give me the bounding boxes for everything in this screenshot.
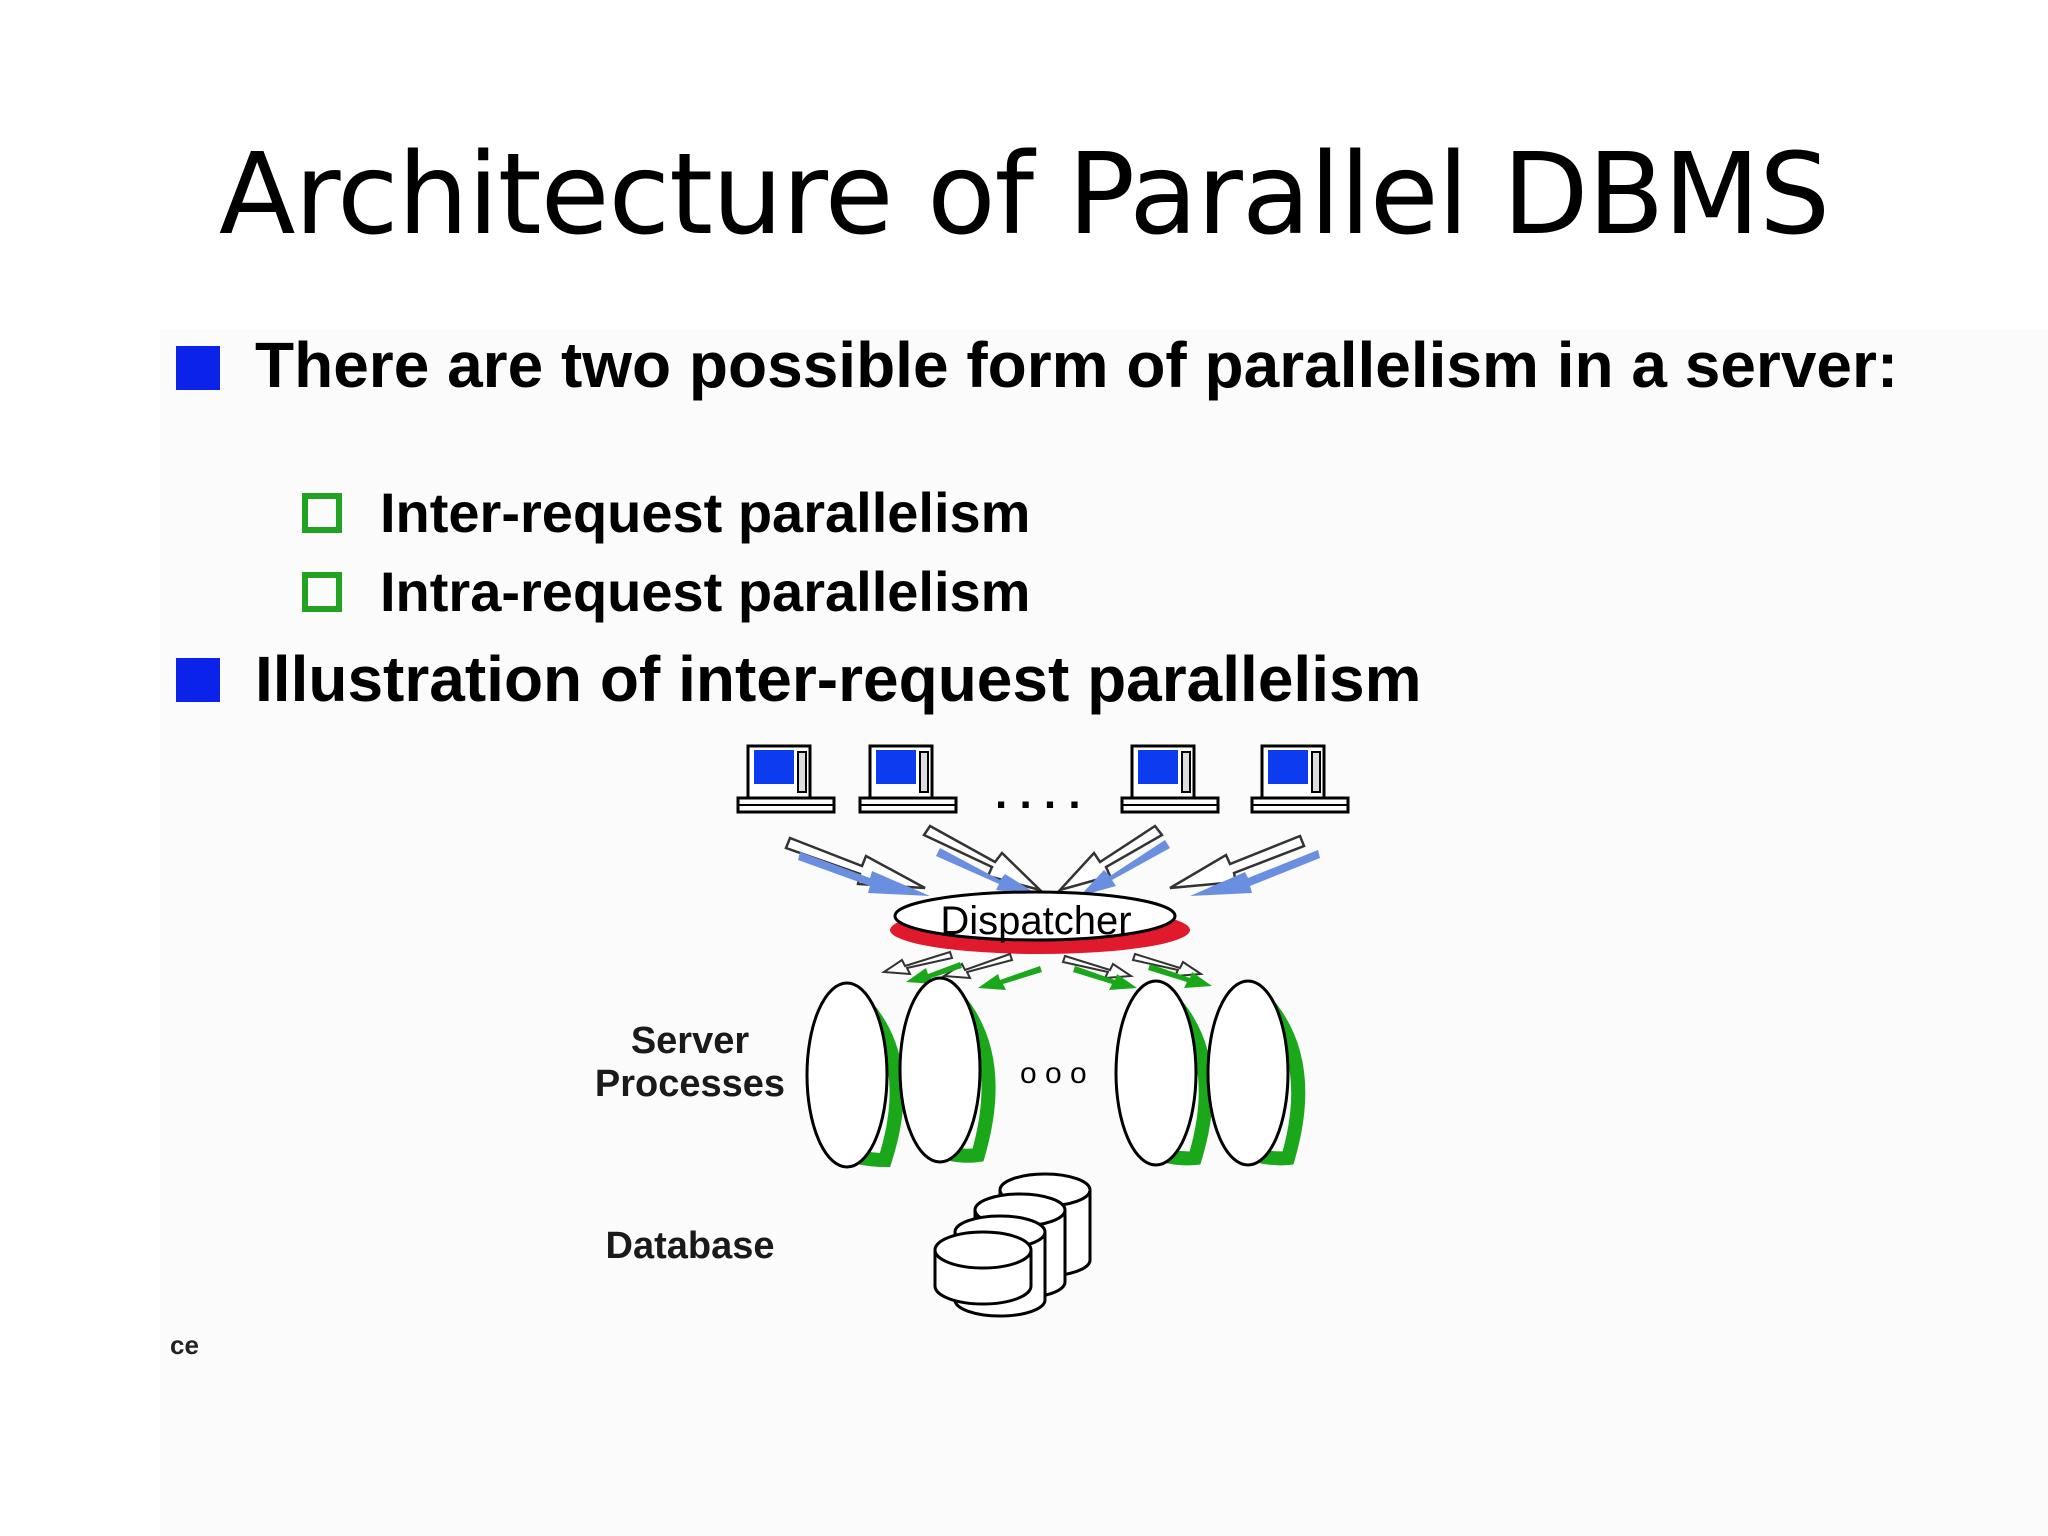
client-computer-4 [1250, 744, 1350, 814]
server-process-2 [898, 976, 996, 1164]
request-arrow-shadows [798, 840, 1320, 896]
dispatcher-label: Dispatcher [940, 899, 1131, 943]
dispatcher: Dispatcher [890, 890, 1190, 954]
sub-bullet-text-2: Intra-request parallelism [380, 560, 1031, 623]
bullet-marker-2 [176, 658, 220, 702]
dispatch-arrows-green [906, 962, 1212, 990]
server-ellipsis: o o o [1020, 1057, 1087, 1090]
database-cylinders [933, 1172, 1092, 1318]
server-process-1 [805, 981, 904, 1169]
bullet-text-2: Illustration of inter-request parallelis… [255, 643, 1422, 715]
sub-bullet-text-1: Inter-request parallelism [380, 481, 1031, 544]
slide-title: Architecture of Parallel DBMS [218, 130, 1830, 260]
database-label: Database [605, 1225, 775, 1267]
client-ellipsis: . . . . [995, 769, 1081, 818]
bullet-marker-1 [176, 346, 220, 390]
server-process-3 [1114, 979, 1213, 1167]
client-computer-1 [736, 744, 836, 814]
sub-bullet-marker-2 [302, 572, 342, 612]
server-process-4 [1206, 979, 1306, 1167]
client-computer-3 [1120, 744, 1220, 814]
cropped-text: ce [170, 1330, 199, 1360]
server-label-line1: Server [630, 1020, 750, 1062]
request-arrows [784, 824, 1306, 893]
sub-bullet-marker-1 [302, 493, 342, 533]
server-label-line2: Processes [594, 1063, 786, 1105]
client-computer-2 [858, 744, 958, 814]
bullet-text-1: There are two possible form of paralleli… [255, 329, 1899, 401]
server-processes-label: Server Processes [560, 1020, 820, 1106]
